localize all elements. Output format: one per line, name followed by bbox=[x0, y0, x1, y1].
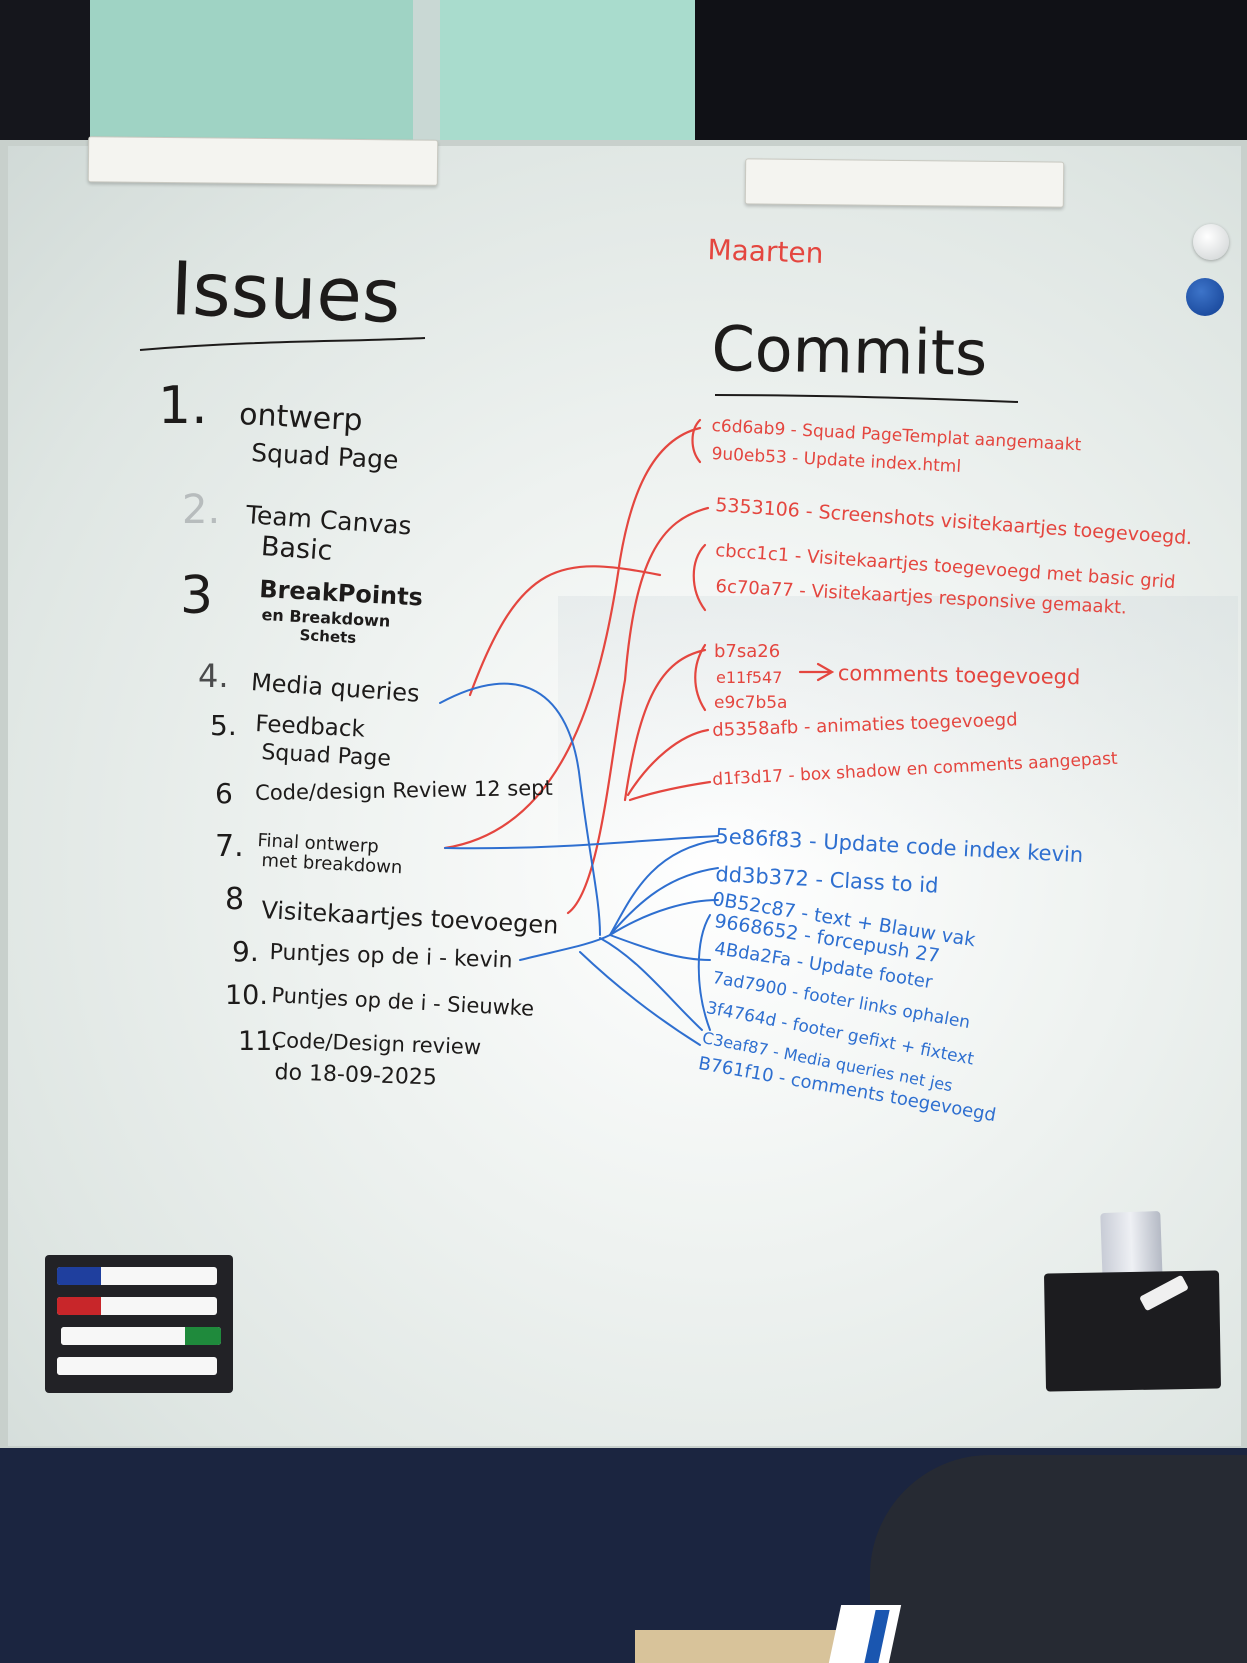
issue-text: Squad Page bbox=[250, 438, 400, 475]
white-magnet[interactable] bbox=[1193, 224, 1229, 260]
window-reflection bbox=[558, 596, 1238, 866]
red-arrow bbox=[798, 662, 835, 682]
blue-connections bbox=[439, 682, 719, 1046]
issue-number: 9. bbox=[232, 935, 259, 968]
issues-underline bbox=[139, 337, 426, 351]
blue-branch-4 bbox=[609, 934, 711, 961]
red-connections bbox=[443, 418, 835, 915]
commit-message: comments toegevoegd bbox=[837, 661, 1081, 690]
issue-text: ontwerp bbox=[238, 397, 364, 439]
issue-text: Code/design Review 12 sept bbox=[254, 775, 553, 805]
blue-line-issue9 bbox=[519, 934, 611, 961]
blue-marker[interactable] bbox=[57, 1267, 217, 1285]
commit-hash: e9c7b5a bbox=[714, 693, 788, 713]
desk-edge bbox=[635, 1630, 865, 1663]
underlines bbox=[139, 337, 1019, 403]
red-branch-3 bbox=[628, 780, 712, 802]
blue-brace bbox=[697, 914, 711, 1031]
blue-magnet[interactable] bbox=[1186, 278, 1224, 316]
red-line-issue4 bbox=[468, 565, 662, 697]
red-branch-2 bbox=[626, 728, 710, 797]
marker-holder bbox=[45, 1255, 233, 1393]
red-brace-1 bbox=[691, 418, 702, 464]
blue-line-issue7 bbox=[444, 835, 719, 850]
commit-hash: e11f547 bbox=[716, 668, 783, 687]
blue-branch-1 bbox=[609, 839, 719, 936]
blue-branch-3 bbox=[609, 899, 719, 936]
commit-hash: b7sa26 bbox=[714, 641, 781, 662]
issue-number: 6 bbox=[215, 777, 233, 810]
issues-heading: Issues bbox=[169, 246, 402, 340]
issue-number: 11. bbox=[238, 1026, 281, 1057]
black-marker[interactable] bbox=[57, 1357, 217, 1375]
red-line-issue8 bbox=[566, 506, 710, 915]
issue-text: Schets bbox=[299, 626, 357, 647]
author-name: Maarten bbox=[706, 233, 824, 271]
window-pane-right bbox=[440, 0, 695, 160]
issue-number: 8 bbox=[225, 882, 245, 917]
issue-number: 10. bbox=[225, 980, 268, 1011]
issue-text: Feedback bbox=[254, 711, 366, 743]
red-marker[interactable] bbox=[57, 1297, 217, 1315]
issue-number: 3 bbox=[180, 566, 214, 626]
issue-number: 4. bbox=[198, 657, 229, 695]
issue-number: 2. bbox=[182, 487, 221, 533]
jacket bbox=[870, 1455, 1247, 1663]
blue-line-issue4 bbox=[439, 682, 601, 936]
green-marker[interactable] bbox=[61, 1327, 221, 1345]
issue-number: 1. bbox=[158, 376, 208, 436]
red-branch-1 bbox=[623, 648, 707, 802]
window-pane-left bbox=[90, 0, 415, 150]
issue-text: do 18-09-2025 bbox=[274, 1060, 438, 1091]
red-brace-2 bbox=[692, 543, 707, 612]
blue-branch-2 bbox=[609, 867, 719, 936]
blue-branch-6 bbox=[599, 937, 703, 1031]
commits-heading: Commits bbox=[710, 312, 988, 390]
issue-number: 7. bbox=[215, 829, 244, 864]
window-mullion bbox=[413, 0, 441, 160]
red-line-issue7 bbox=[443, 426, 702, 850]
red-brace-3 bbox=[694, 643, 707, 712]
blue-branch-5 bbox=[579, 951, 701, 1046]
issue-number: 5. bbox=[210, 709, 237, 742]
commits-underline bbox=[714, 394, 1019, 403]
issue-text: Basic bbox=[259, 531, 334, 567]
